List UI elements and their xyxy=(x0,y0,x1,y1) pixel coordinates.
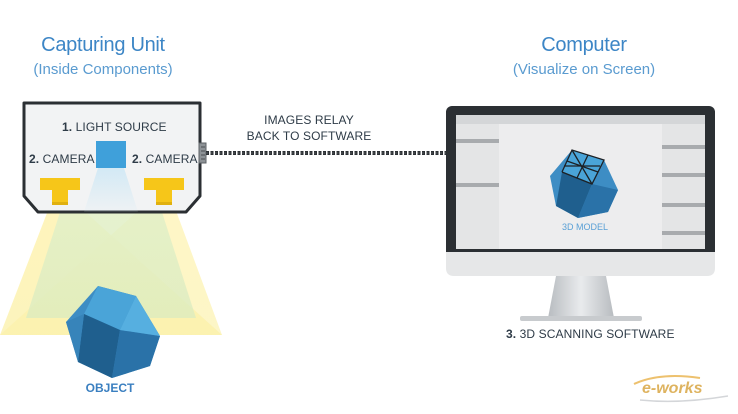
light-source-text: LIGHT SOURCE xyxy=(75,120,167,134)
software-number: 3. xyxy=(506,327,517,341)
light-source xyxy=(84,141,138,212)
camera-left xyxy=(40,178,80,205)
camera-left-label: 2. CAMERA xyxy=(29,152,95,166)
light-source-number: 1. xyxy=(62,120,73,134)
relay-label-line2: BACK TO SOFTWARE xyxy=(246,129,372,143)
software-text: 3D SCANNING SOFTWARE xyxy=(519,327,675,341)
camera-right-number: 2. xyxy=(132,152,143,166)
object-label: OBJECT xyxy=(85,381,135,395)
software-label: 3. 3D SCANNING SOFTWARE xyxy=(506,327,675,341)
camera-right-label: 2. CAMERA xyxy=(132,152,198,166)
camera-beams xyxy=(0,200,222,335)
object-polyhedron xyxy=(66,286,160,378)
camera-left-text: CAMERA xyxy=(42,152,95,166)
computer-title: Computer xyxy=(541,34,627,56)
screen-3d-model xyxy=(550,149,618,218)
capturing-unit-subtitle: (Inside Components) xyxy=(33,61,173,78)
light-source-square xyxy=(96,141,126,168)
watermark-text: e-works xyxy=(642,380,703,397)
model-label: 3D MODEL xyxy=(561,222,608,232)
light-source-label: 1. LIGHT SOURCE xyxy=(62,120,167,134)
relay-label-line1: IMAGES RELAY xyxy=(264,113,354,127)
camera-left-number: 2. xyxy=(29,152,40,166)
capturing-unit-title: Capturing Unit xyxy=(41,34,165,56)
computer-subtitle: (Visualize on Screen) xyxy=(512,61,656,78)
camera-right-text: CAMERA xyxy=(145,152,198,166)
camera-right xyxy=(144,178,184,205)
beam-overlap xyxy=(26,206,196,318)
watermark-logo xyxy=(633,375,729,403)
